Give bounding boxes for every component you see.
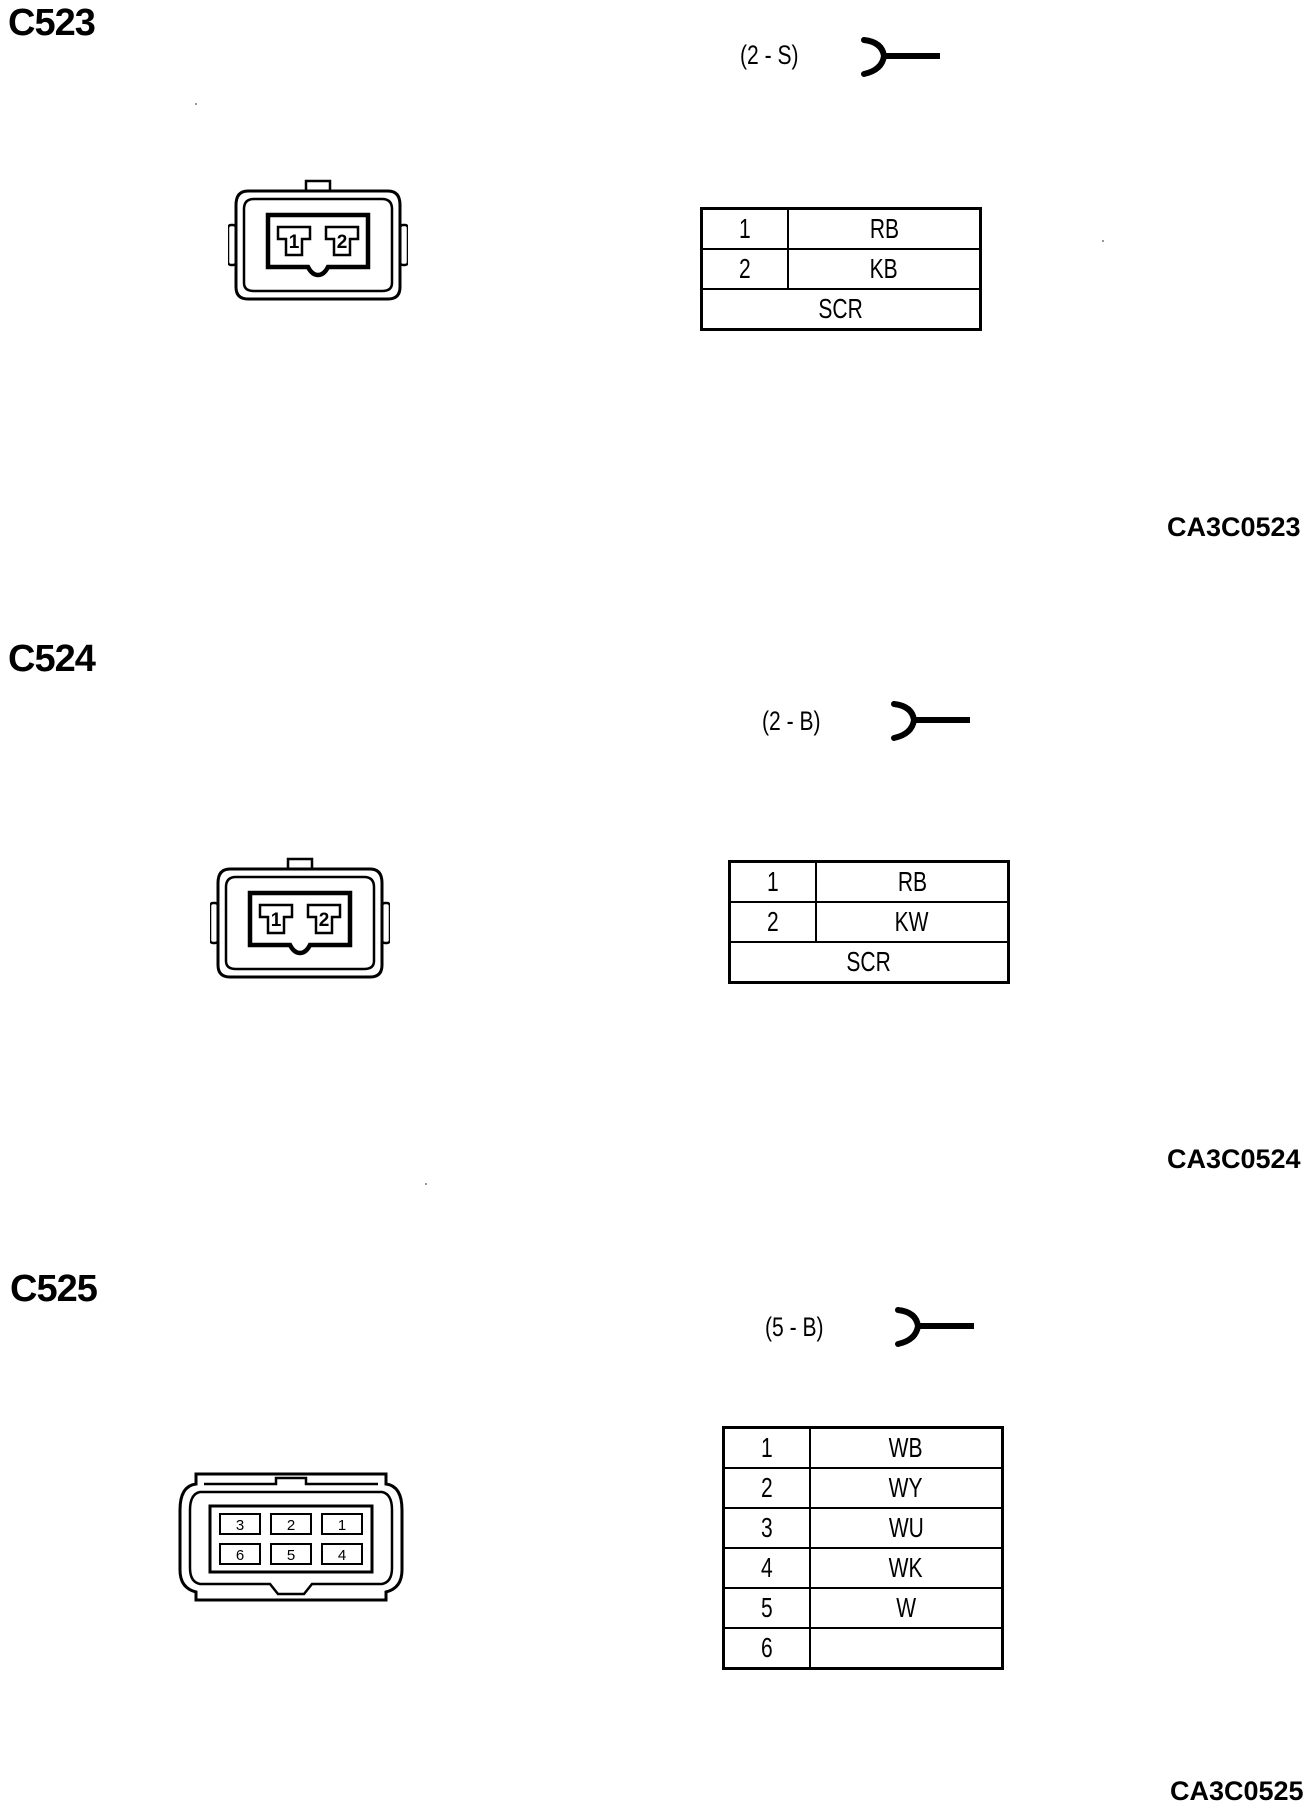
figure-code: CA3C0523 [1167, 512, 1301, 542]
female-terminal-icon [891, 701, 970, 741]
pin-number: 1 [761, 1432, 773, 1463]
face-pin-label: 2 [319, 910, 330, 931]
connector-title: C524 [8, 638, 96, 680]
table-row: 6 [722, 1627, 1004, 1670]
pin-table: 1 RB 2 KW SCR [728, 860, 1010, 984]
table-row: 2 WY [722, 1467, 1004, 1509]
face-pin-label: 1 [289, 232, 300, 253]
pin-number: 4 [761, 1552, 773, 1583]
pin-number: 1 [767, 866, 779, 897]
pin-number: 5 [761, 1592, 773, 1623]
figure-code: CA3C0525 [1170, 1776, 1304, 1806]
figure-code: CA3C0524 [1167, 1144, 1301, 1174]
table-row: 1 RB [700, 207, 982, 250]
connector-section-c524: C524 (2 - B) 1 2 1 RB 2 KW [8, 638, 1301, 1174]
connector-face-6pin: 3 2 1 6 5 4 [178, 1472, 404, 1602]
connector-title: C525 [10, 1268, 98, 1310]
face-pin-label: 2 [287, 1517, 295, 1534]
pin-number: 2 [767, 906, 779, 937]
wire-color: WY [889, 1472, 923, 1503]
pin-table: 1 RB 2 KB SCR [700, 207, 982, 331]
pin-number: 3 [761, 1512, 773, 1543]
face-pin-label: 6 [236, 1547, 244, 1564]
screen-label: SCR [818, 293, 864, 324]
pin-number: 1 [739, 213, 751, 244]
table-row: 5 W [722, 1587, 1004, 1629]
wire-color: WU [888, 1512, 924, 1543]
wire-color: KB [869, 253, 899, 284]
scan-speck [425, 1183, 427, 1185]
screen-label: SCR [846, 946, 892, 977]
table-row: 1 WB [722, 1426, 1004, 1469]
face-pin-label: 2 [337, 232, 348, 253]
connector-face-2pin: 1 2 [210, 857, 390, 979]
face-pin-label: 3 [236, 1517, 244, 1534]
pin-type-label: (5 - B) [765, 1312, 824, 1342]
pin-number: 6 [761, 1632, 773, 1663]
wire-color: RB [869, 213, 899, 244]
female-terminal-icon [861, 37, 940, 77]
female-terminal-icon [895, 1307, 974, 1347]
scan-speck [195, 103, 197, 105]
table-row: 2 KB [700, 248, 982, 290]
table-row: SCR [728, 941, 1010, 984]
pin-type-label: (2 - S) [740, 40, 799, 70]
face-pin-label: 1 [271, 910, 282, 931]
pin-number: 2 [761, 1472, 773, 1503]
connector-face-2pin: 1 2 [228, 179, 408, 301]
wire-color: WK [889, 1552, 923, 1583]
connector-title: C523 [8, 2, 96, 44]
table-row: 4 WK [722, 1547, 1004, 1589]
pin-type-label: (2 - B) [762, 706, 821, 736]
scan-speck [1102, 240, 1104, 242]
table-row: 2 KW [728, 901, 1010, 943]
face-pin-label: 5 [287, 1547, 295, 1564]
table-row: 1 RB [728, 860, 1010, 903]
table-row: 3 WU [722, 1507, 1004, 1549]
wire-color: KW [895, 906, 929, 937]
connector-section-c523: C523 (2 - S) 1 2 1 RB 2 KB [0, 0, 1312, 560]
pin-table: 1 WB 2 WY 3 WU 4 WK 5 W 6 [722, 1426, 1004, 1670]
wire-color: RB [897, 866, 927, 897]
table-row: SCR [700, 288, 982, 331]
face-pin-label: 4 [338, 1547, 346, 1564]
wire-color: W [896, 1592, 916, 1623]
face-pin-label: 1 [338, 1517, 346, 1534]
pin-number: 2 [739, 253, 751, 284]
wire-color: WB [889, 1432, 923, 1463]
